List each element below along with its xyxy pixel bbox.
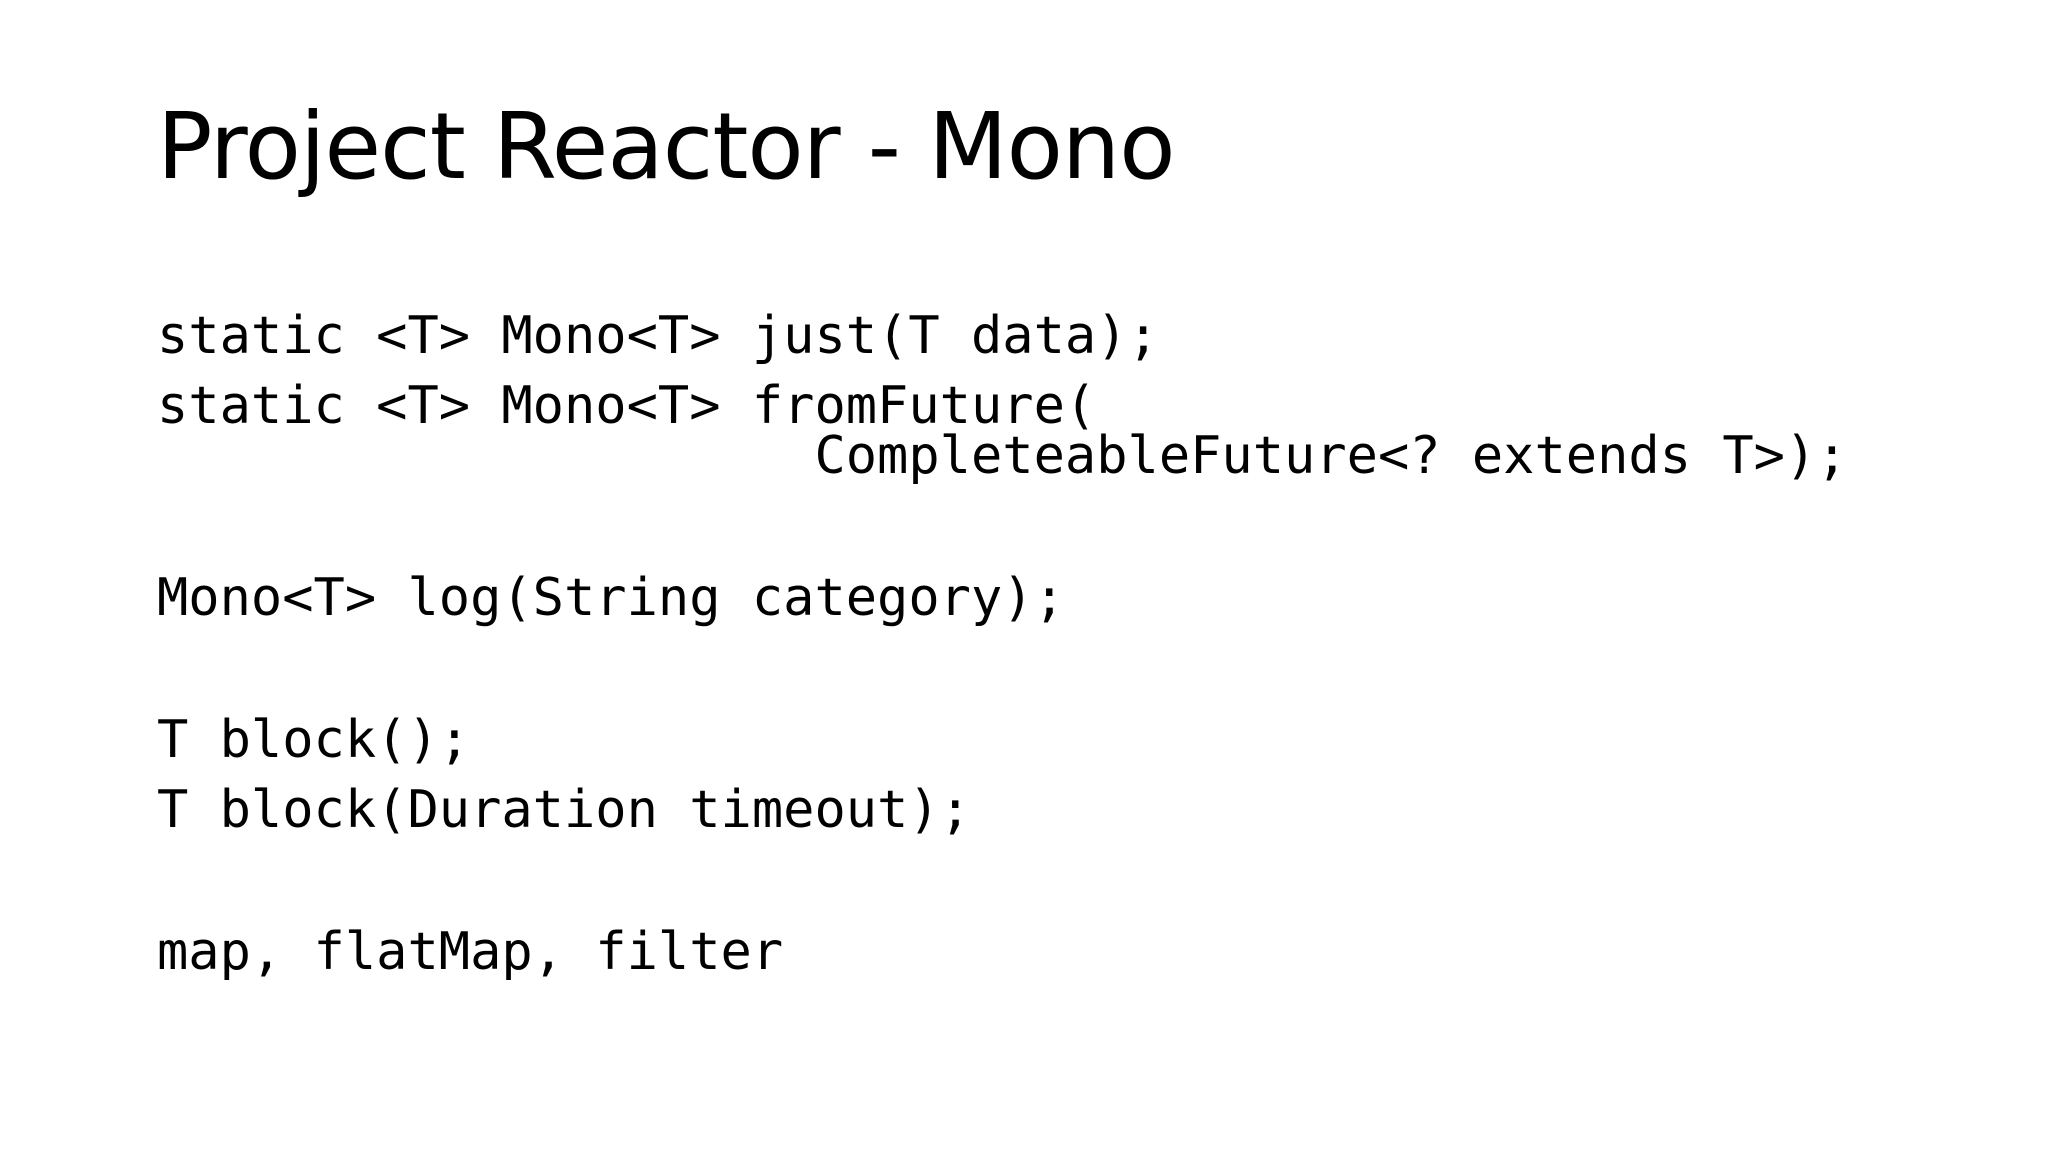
code-line-just: static <T> Mono<T> just(T data);	[157, 306, 1159, 366]
code-line-fromfuture-continuation: CompleteableFuture<? extends T>);	[157, 426, 1848, 486]
code-line-block-timeout: T block(Duration timeout);	[157, 780, 971, 840]
code-line-operators: map, flatMap, filter	[157, 922, 784, 982]
code-line-block: T block();	[157, 710, 471, 770]
code-line-log: Mono<T> log(String category);	[157, 568, 1065, 628]
code-line-fromfuture: static <T> Mono<T> fromFuture(	[157, 376, 1097, 436]
slide-title: Project Reactor - Mono	[157, 93, 1175, 200]
